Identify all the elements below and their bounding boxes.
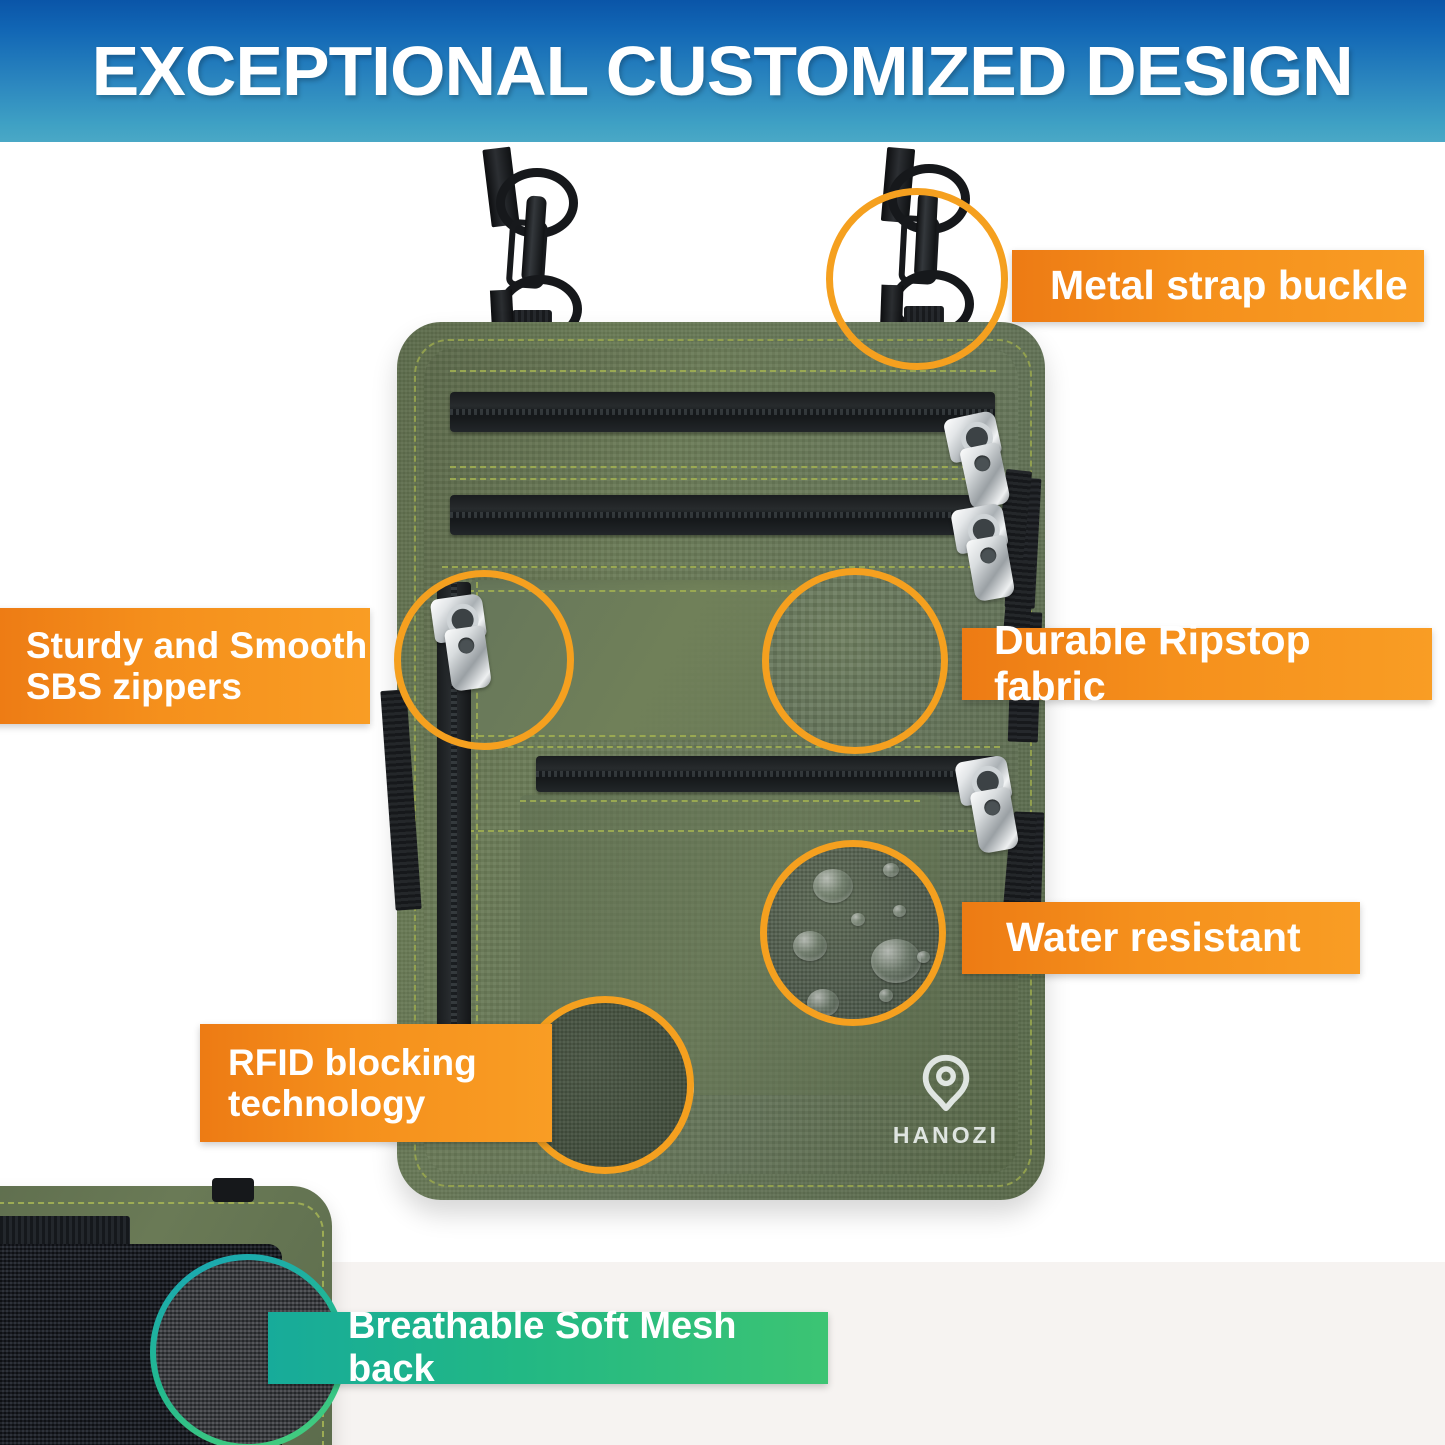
inset-top-strap <box>212 1178 254 1202</box>
callout-label-text: Metal strap buckle <box>1050 262 1408 309</box>
location-pin-logo-icon <box>915 1052 977 1114</box>
callout-label-text: Water resistant <box>1006 914 1301 961</box>
stitch-line <box>448 746 1000 748</box>
callout-circle-durable-ripstop-fabric <box>762 568 948 754</box>
callout-circle-sbs-zippers <box>394 570 574 750</box>
callout-label-text: Durable Ripstop fabric <box>994 617 1311 709</box>
callout-label-breathable-mesh[interactable]: Breathable Soft Mesh back <box>268 1305 828 1390</box>
callout-circle-metal-strap-buckle <box>826 188 1008 370</box>
zipper-tape-top <box>450 392 995 432</box>
stitch-line <box>468 735 898 737</box>
callout-label-durable-ripstop-fabric[interactable]: Durable Ripstop fabric <box>962 617 1432 709</box>
callout-label-text: Sturdy and Smooth SBS zippers <box>26 624 368 707</box>
stitch-line <box>442 566 1004 568</box>
stitch-line <box>468 590 898 592</box>
zipper-tape-third <box>536 756 998 792</box>
stitch-line <box>448 830 1004 832</box>
header-banner: EXCEPTIONAL CUSTOMIZED DESIGN <box>0 0 1445 142</box>
stitch-line <box>476 582 478 1142</box>
callout-circle-water-resistant <box>760 840 946 1026</box>
outer-stitch-line <box>414 339 1032 1187</box>
stitch-line <box>520 800 920 802</box>
callout-label-rfid-blocking[interactable]: RFID blocking technology <box>200 1024 552 1142</box>
brand-name: HANOZI <box>892 1122 1000 1148</box>
zipper-tape-second <box>450 495 998 535</box>
stitch-line <box>450 370 996 372</box>
callout-label-metal-strap-buckle[interactable]: Metal strap buckle <box>1012 250 1424 322</box>
page-title: EXCEPTIONAL CUSTOMIZED DESIGN <box>91 32 1354 110</box>
stitch-line <box>450 466 998 468</box>
callout-label-text: RFID blocking technology <box>228 1041 477 1124</box>
brand-logo: HANOZI <box>876 1052 1016 1149</box>
callout-label-sbs-zippers[interactable]: Sturdy and Smooth SBS zippers <box>0 608 370 724</box>
callout-label-water-resistant[interactable]: Water resistant <box>962 902 1360 974</box>
callout-label-text: Breathable Soft Mesh back <box>348 1305 737 1390</box>
stitch-line <box>450 478 998 480</box>
